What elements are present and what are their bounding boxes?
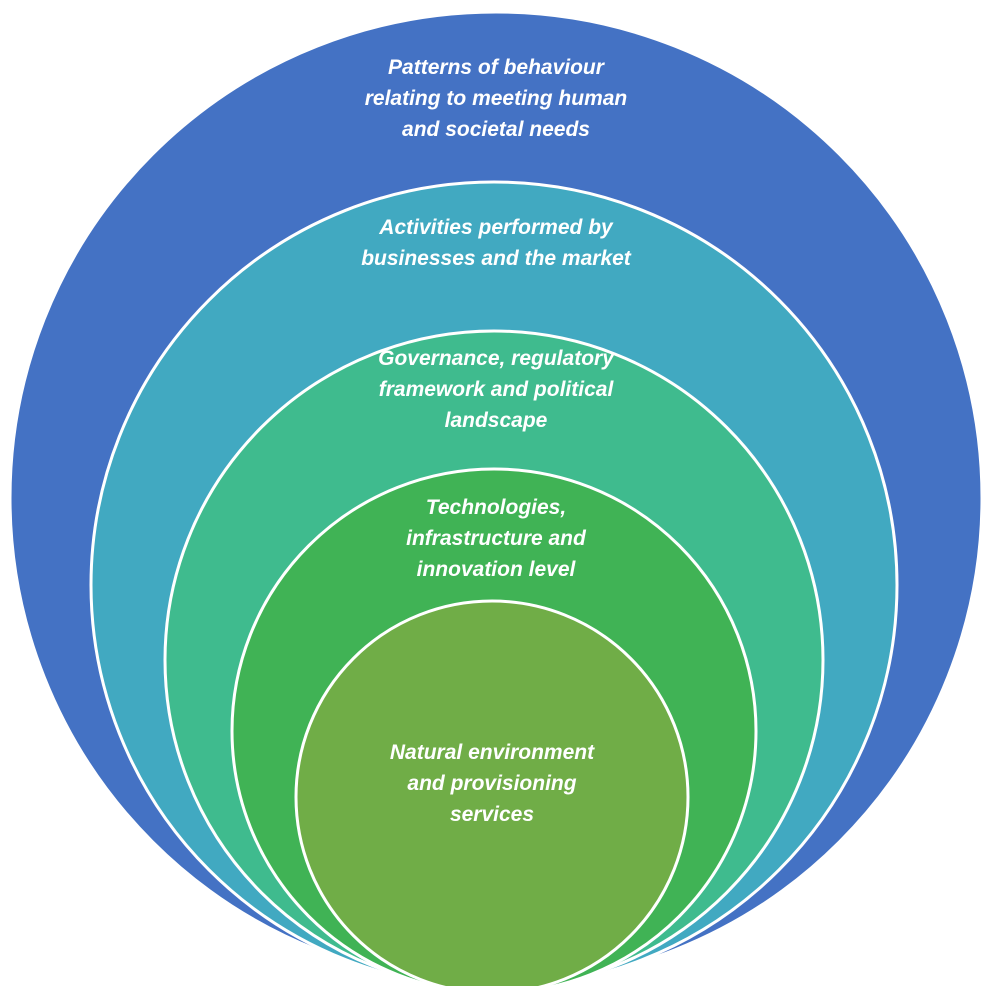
label-governance: Governance, regulatory framework and pol…: [378, 347, 614, 432]
label-business-market: Activities performed by businesses and t…: [361, 216, 631, 270]
label-technologies: Technologies, infrastructure and innovat…: [406, 496, 586, 581]
label-behaviour: Patterns of behaviour relating to meetin…: [364, 56, 628, 141]
label-natural-environment: Natural environment and provisioning ser…: [389, 741, 595, 826]
layer-circle-natural-environment: [294, 599, 690, 991]
